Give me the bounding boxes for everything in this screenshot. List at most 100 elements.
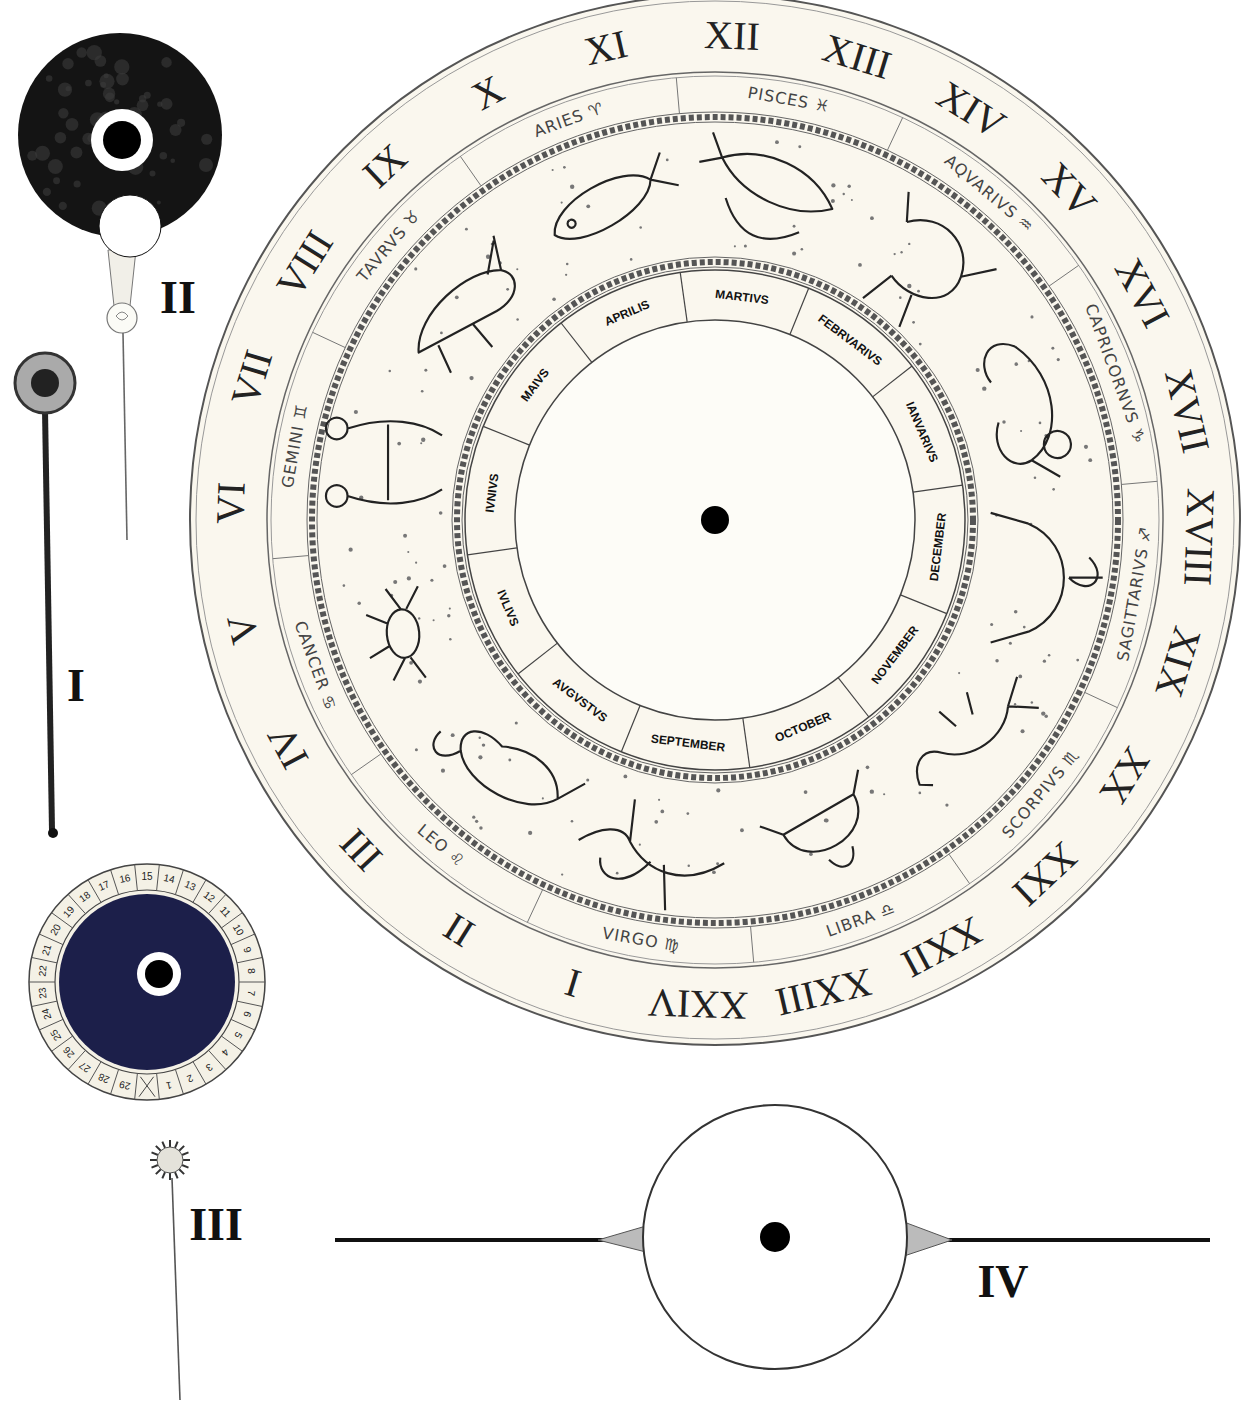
star-dot bbox=[825, 818, 829, 822]
hour-band-edge bbox=[267, 72, 1163, 968]
constellation-figure bbox=[760, 770, 897, 894]
day-divider bbox=[175, 870, 183, 895]
star-dot bbox=[958, 672, 960, 674]
star-dot bbox=[1057, 358, 1060, 361]
star-dot bbox=[421, 438, 425, 442]
month-divider bbox=[873, 366, 912, 397]
dial-rim bbox=[190, 0, 1240, 1045]
disc-speckle bbox=[201, 134, 212, 145]
star-dot bbox=[479, 737, 481, 739]
zodiac-divider bbox=[351, 754, 380, 775]
sun-hand bbox=[29, 864, 265, 1400]
star-dot bbox=[440, 332, 443, 335]
star-dot bbox=[420, 442, 422, 444]
pivot-hole bbox=[31, 369, 59, 397]
star-dot bbox=[976, 368, 980, 372]
inner-disc bbox=[515, 320, 915, 720]
star-dot bbox=[883, 793, 885, 795]
star-dot bbox=[616, 872, 619, 875]
cell-cross bbox=[139, 1077, 154, 1097]
star-dot bbox=[465, 228, 468, 231]
pivot-hole bbox=[145, 960, 173, 988]
chain-ring bbox=[312, 117, 1118, 923]
star-dot bbox=[824, 819, 828, 823]
star-dot bbox=[424, 369, 427, 372]
day-ring bbox=[29, 864, 265, 1100]
moon-ball bbox=[99, 195, 161, 257]
chain-ring-edge bbox=[317, 122, 1113, 918]
star-dot bbox=[639, 226, 642, 229]
constellation-figure bbox=[848, 192, 1008, 355]
star-dot bbox=[449, 608, 451, 610]
star-dot bbox=[475, 820, 478, 823]
dragon-hand bbox=[335, 1105, 1210, 1369]
star-dot bbox=[421, 390, 424, 393]
star-dot bbox=[899, 296, 902, 299]
zodiac-divider bbox=[527, 890, 542, 923]
star-dot bbox=[1014, 610, 1018, 614]
disc-speckle bbox=[35, 146, 50, 161]
star-dot bbox=[688, 865, 690, 867]
star-dot bbox=[389, 370, 391, 372]
star-dot bbox=[1030, 315, 1033, 318]
day-divider bbox=[135, 865, 138, 891]
month-divider bbox=[790, 288, 809, 334]
month-divider bbox=[743, 718, 750, 768]
star-dot bbox=[430, 579, 433, 582]
day-number: 7 bbox=[246, 990, 257, 997]
star-dot bbox=[912, 321, 915, 324]
star-dot bbox=[804, 790, 808, 794]
sun-ray bbox=[175, 1172, 178, 1178]
month-divider bbox=[900, 595, 946, 614]
hour-numeral: VI bbox=[211, 481, 252, 525]
hand-label: IV bbox=[977, 1259, 1028, 1305]
disc-speckle bbox=[55, 132, 67, 144]
disc-speckle bbox=[161, 98, 173, 110]
star-dot bbox=[686, 812, 689, 815]
disc-speckle bbox=[58, 108, 68, 118]
star-dot bbox=[472, 816, 475, 819]
star-dot bbox=[451, 733, 455, 737]
disc-speckle bbox=[74, 180, 81, 187]
hour-hand bbox=[15, 353, 75, 838]
zodiac-divider bbox=[460, 156, 481, 185]
star-dot bbox=[793, 225, 796, 228]
star-dot bbox=[441, 769, 445, 773]
star-dot bbox=[918, 792, 921, 795]
sun-ray bbox=[182, 1165, 188, 1168]
month-divider bbox=[680, 272, 687, 322]
dark-disc bbox=[59, 894, 235, 1070]
star-dot bbox=[870, 789, 874, 793]
star-dot bbox=[919, 343, 922, 346]
star-dot bbox=[414, 267, 417, 270]
disc-speckle bbox=[59, 202, 67, 210]
chain-ring bbox=[457, 262, 973, 778]
star-dot bbox=[561, 873, 563, 875]
hand-pointer bbox=[45, 410, 52, 830]
star-dot bbox=[1084, 445, 1088, 449]
sun-ray bbox=[175, 1142, 178, 1148]
constellation-figure bbox=[567, 785, 733, 924]
pivot-hole bbox=[103, 121, 141, 159]
star-dot bbox=[403, 534, 407, 538]
star-dot bbox=[506, 288, 509, 291]
hand-knob bbox=[107, 303, 137, 333]
month-divider bbox=[561, 323, 592, 362]
star-dot bbox=[397, 442, 401, 446]
disc-speckle bbox=[62, 58, 73, 69]
star-dot bbox=[349, 548, 353, 552]
star-dot bbox=[415, 562, 417, 564]
zodiac-divider bbox=[751, 926, 754, 962]
star-dot bbox=[407, 576, 411, 580]
star-dot bbox=[639, 844, 641, 846]
star-dot bbox=[418, 680, 422, 684]
day-divider bbox=[39, 1019, 63, 1030]
month-divider bbox=[838, 678, 869, 717]
star-dot bbox=[666, 158, 669, 161]
star-dot bbox=[716, 862, 719, 865]
day-divider bbox=[237, 1001, 262, 1006]
disc-speckle bbox=[170, 158, 175, 163]
disc-speckle bbox=[58, 83, 72, 97]
star-dot bbox=[744, 244, 747, 247]
star-dot bbox=[792, 252, 796, 256]
